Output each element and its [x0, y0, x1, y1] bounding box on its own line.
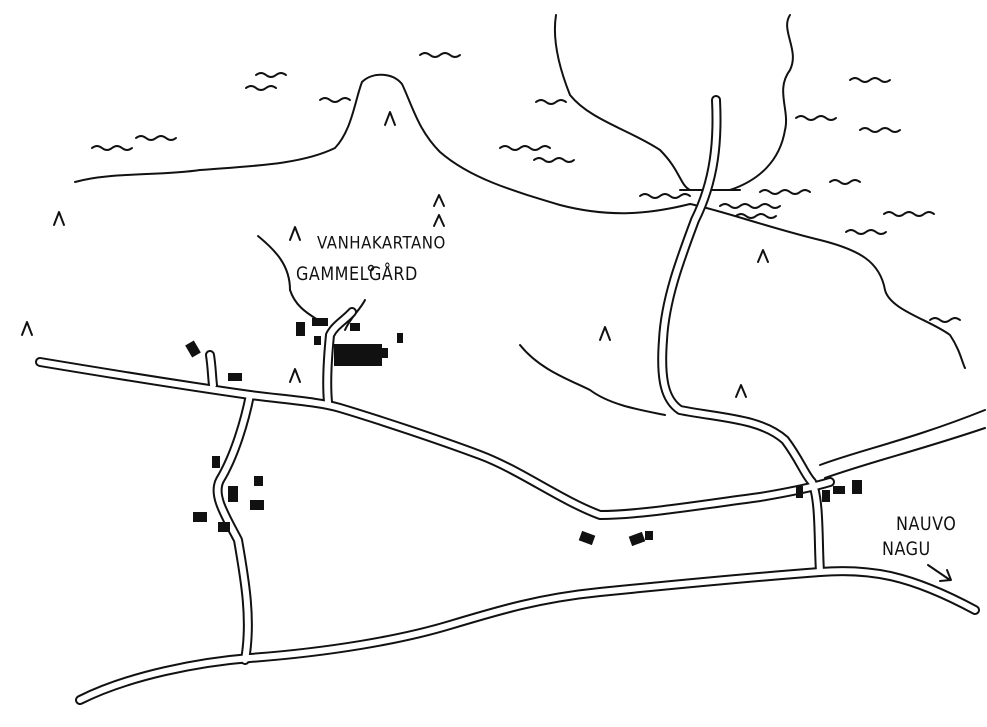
hill-icon [289, 226, 301, 241]
valley-line [519, 344, 666, 416]
ridge-line [74, 73, 966, 369]
label-gammelgard: GAMMELGÅRD [296, 262, 418, 285]
hill-icon [757, 249, 769, 263]
hill-icon [21, 321, 33, 336]
hill-icons [21, 111, 769, 398]
label-vanhakartano: VANHAKARTANO [317, 232, 446, 254]
hill-icon [599, 326, 611, 341]
buildings [185, 318, 862, 547]
manor-marker-icon [367, 264, 375, 272]
hill-icon [433, 214, 445, 227]
river-bank-right [729, 14, 794, 191]
hill-icon [53, 211, 65, 226]
water-wave-icons [91, 52, 961, 323]
road-edge-line-2 [824, 427, 986, 479]
hill-icon [433, 194, 445, 207]
hill-icon [384, 111, 396, 126]
label-nagu: NAGU [882, 537, 931, 560]
river-bank-left [553, 14, 691, 191]
roads [35, 95, 980, 705]
road-edge-line [819, 409, 986, 466]
arrow-icon [927, 564, 952, 582]
stream-line [257, 235, 319, 321]
hill-icon [289, 368, 301, 383]
label-nauvo: NAUVO [896, 512, 957, 535]
hill-icon [735, 384, 747, 398]
